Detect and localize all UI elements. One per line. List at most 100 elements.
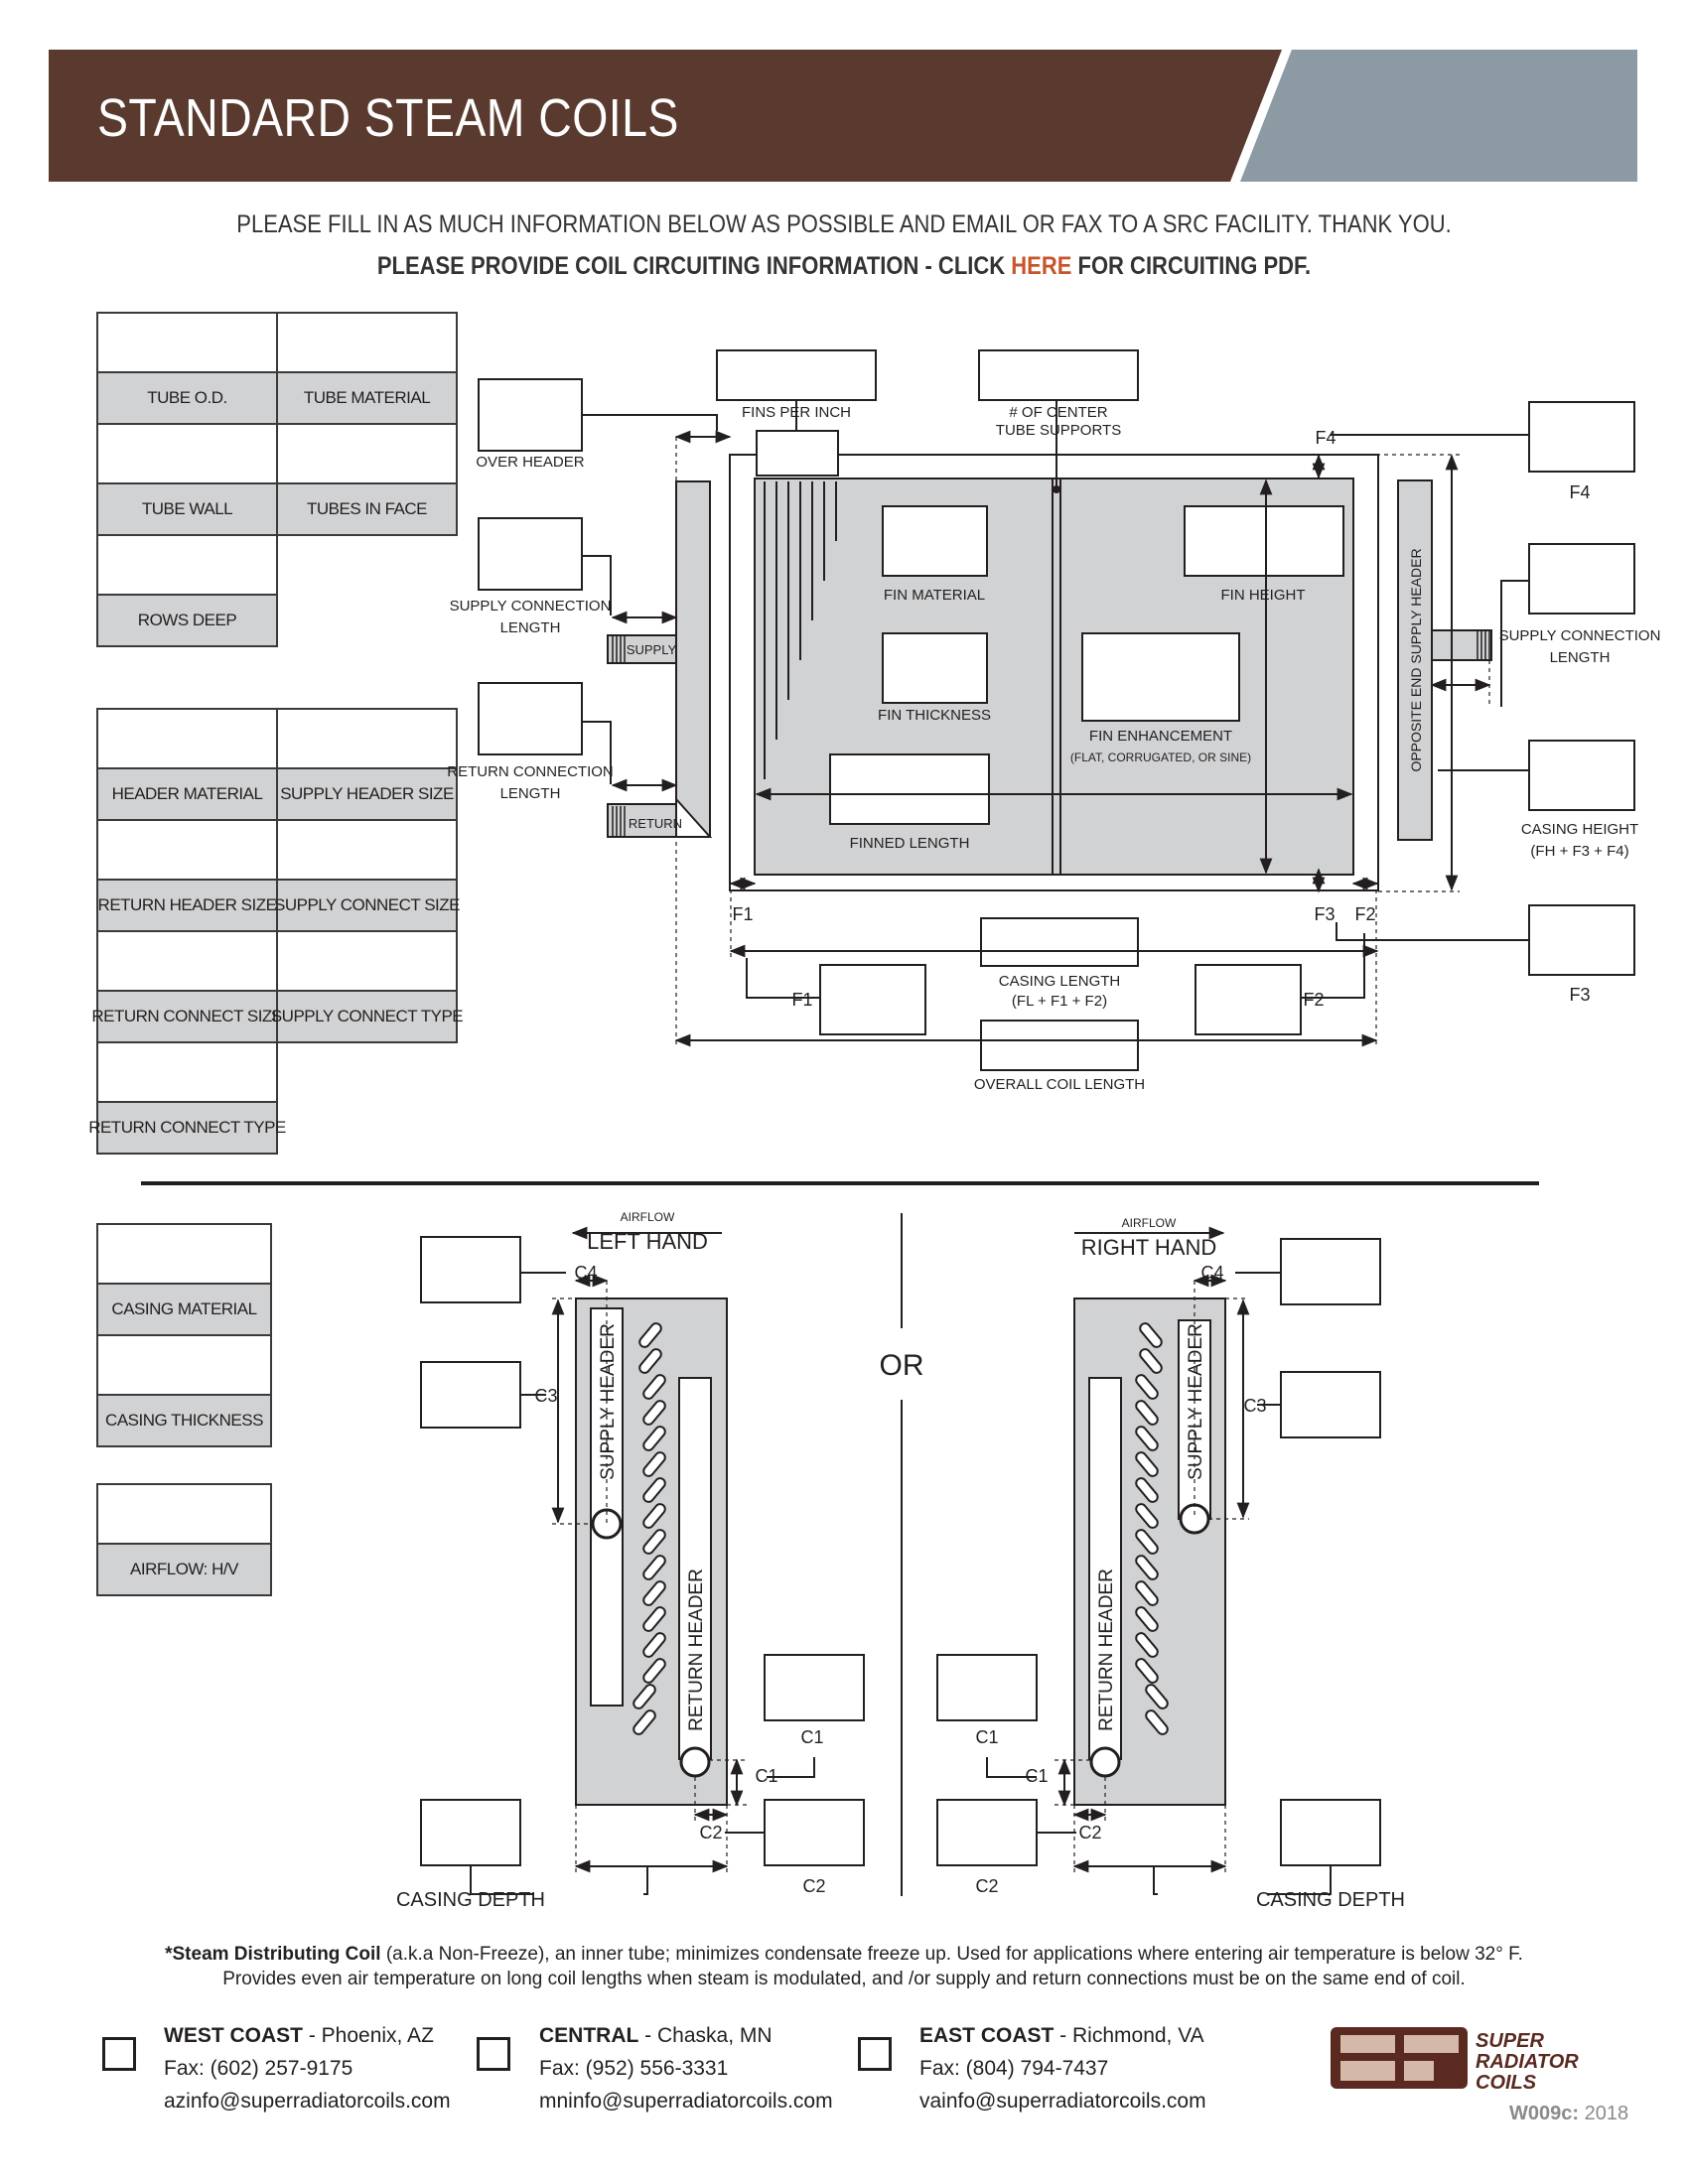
right-tube-ovals <box>1135 1322 1169 1735</box>
svg-text:OVERALL COIL LENGTH: OVERALL COIL LENGTH <box>974 1076 1145 1093</box>
svg-text:SUPPLY CONNECTION: SUPPLY CONNECTION <box>1499 627 1661 644</box>
circuiting-text: PLEASE PROVIDE COIL CIRCUITING INFORMATI… <box>376 252 1012 280</box>
tube-od-input[interactable] <box>98 314 276 373</box>
field-supply-connect-type: SUPPLY CONNECT TYPE <box>271 930 464 1043</box>
tube-material-input[interactable] <box>278 314 456 373</box>
over-header-label: OVER HEADER <box>476 454 584 471</box>
document-code: W009c: 2018 <box>1509 2103 1629 2124</box>
tubes-in-face-input[interactable] <box>278 425 456 484</box>
svg-text:# OF CENTER: # OF CENTER <box>1009 404 1107 421</box>
left-hand-label: LEFT HAND <box>587 1229 708 1254</box>
casing-material-input[interactable] <box>98 1225 270 1285</box>
right-c4-box <box>1280 1238 1381 1305</box>
finned-length-box <box>829 753 990 825</box>
super-radiator-coils-logo: SUPER RADIATOR COILS <box>1331 2027 1579 2094</box>
circuiting-pdf-link[interactable]: HERE <box>1011 252 1072 280</box>
instructions-line: PLEASE FILL IN AS MUCH INFORMATION BELOW… <box>236 210 1452 238</box>
svg-text:RADIATOR: RADIATOR <box>1476 2051 1579 2073</box>
svg-text:F1: F1 <box>732 904 753 924</box>
svg-text:LENGTH: LENGTH <box>500 619 561 636</box>
central-checkbox[interactable] <box>477 2037 510 2071</box>
svg-text:F2: F2 <box>1354 904 1375 924</box>
supply-conn-length-box <box>478 517 583 591</box>
right-casing-depth-box <box>1280 1799 1381 1866</box>
steam-distributing-footnote: *Steam Distributing Coil (a.k.a Non-Free… <box>165 1944 1523 1989</box>
f2-box <box>1195 964 1302 1035</box>
left-c1-box <box>764 1654 865 1721</box>
field-return-connect-size: RETURN CONNECT SIZE <box>91 930 283 1043</box>
center-supports-box <box>978 349 1139 401</box>
supply-connection <box>607 634 677 664</box>
fins-per-inch-label: FINS PER INCH <box>742 404 851 421</box>
svg-text:FIN MATERIAL: FIN MATERIAL <box>884 587 985 604</box>
svg-text:(FH + F3 + F4): (FH + F3 + F4) <box>1530 843 1628 860</box>
svg-text:FIN ENHANCEMENT: FIN ENHANCEMENT <box>1089 728 1232 745</box>
svg-text:RETURN HEADER: RETURN HEADER <box>686 1569 707 1731</box>
f1-box <box>819 964 926 1035</box>
field-casing-material: CASING MATERIAL <box>96 1223 272 1336</box>
field-rows-deep: ROWS DEEP <box>96 534 278 647</box>
office-east-coast: EAST COAST - Richmond, VA Fax: (804) 794… <box>919 2024 1206 2113</box>
return-conn-length-box <box>478 682 583 755</box>
svg-text:C2: C2 <box>802 1876 825 1896</box>
return-connect-type-input[interactable] <box>98 1043 276 1103</box>
svg-text:C2: C2 <box>1078 1823 1101 1843</box>
west-coast-checkbox[interactable] <box>102 2037 136 2071</box>
left-casing-depth-box <box>420 1799 521 1866</box>
fin-thickness-box <box>882 632 988 704</box>
casing-length-box <box>980 917 1139 967</box>
tube-wall-input[interactable] <box>98 425 276 484</box>
svg-text:RETURN CONNECTION: RETURN CONNECTION <box>447 763 614 780</box>
right-c3-box <box>1280 1371 1381 1438</box>
return-connect-size-input[interactable] <box>98 932 276 992</box>
opposite-end-header <box>1397 479 1433 841</box>
fins-per-inch-box <box>716 349 877 401</box>
svg-text:C4: C4 <box>574 1263 597 1283</box>
svg-text:SUPPLY CONNECTION: SUPPLY CONNECTION <box>450 598 612 614</box>
left-c4-box <box>420 1236 521 1303</box>
svg-text:AIRFLOW: AIRFLOW <box>621 1210 675 1224</box>
circuiting-text-end: FOR CIRCUITING PDF. <box>1071 252 1312 280</box>
svg-text:F2: F2 <box>1303 990 1324 1010</box>
field-tube-material: TUBE MATERIAL <box>276 312 458 425</box>
svg-text:FIN THICKNESS: FIN THICKNESS <box>878 707 991 724</box>
svg-text:(FL + F1 + F2): (FL + F1 + F2) <box>1012 993 1107 1010</box>
fin-material-box <box>882 505 988 577</box>
return-connection <box>607 803 677 838</box>
svg-text:F4: F4 <box>1315 428 1336 448</box>
or-label: OR <box>880 1349 924 1382</box>
left-c2-box <box>764 1799 865 1866</box>
supply-header-size-input[interactable] <box>278 710 456 769</box>
rows-deep-input[interactable] <box>98 536 276 596</box>
right-c2-box <box>936 1799 1038 1866</box>
field-tube-od: TUBE O.D. <box>96 312 278 425</box>
svg-text:F3: F3 <box>1569 985 1590 1005</box>
field-casing-thickness: CASING THICKNESS <box>96 1334 272 1447</box>
supply-connect-size-input[interactable] <box>278 821 456 881</box>
svg-text:SUPPLY: SUPPLY <box>627 642 677 657</box>
svg-text:CASING DEPTH: CASING DEPTH <box>396 1889 545 1911</box>
supply-connect-type-input[interactable] <box>278 932 456 992</box>
svg-text:CASING HEIGHT: CASING HEIGHT <box>1521 821 1638 838</box>
svg-text:C1: C1 <box>975 1727 998 1747</box>
office-west-coast: WEST COAST - Phoenix, AZ Fax: (602) 257-… <box>164 2024 451 2113</box>
supply-header-left <box>675 480 711 838</box>
header-material-input[interactable] <box>98 710 276 769</box>
fin-strips <box>764 481 837 779</box>
svg-text:F3: F3 <box>1314 904 1335 924</box>
svg-text:RETURN HEADER: RETURN HEADER <box>1096 1569 1117 1731</box>
svg-text:FIN HEIGHT: FIN HEIGHT <box>1221 587 1306 604</box>
svg-text:FINNED LENGTH: FINNED LENGTH <box>850 835 970 852</box>
svg-text:AIRFLOW: AIRFLOW <box>1122 1216 1177 1230</box>
field-supply-connect-size: SUPPLY CONNECT SIZE <box>274 819 461 932</box>
casing-thickness-input[interactable] <box>98 1336 270 1396</box>
airflow-input[interactable] <box>98 1485 270 1545</box>
field-airflow: AIRFLOW: H/V <box>96 1483 272 1596</box>
return-header-size-input[interactable] <box>98 821 276 881</box>
svg-text:SUPER: SUPER <box>1476 2030 1544 2052</box>
svg-text:C3: C3 <box>534 1386 557 1406</box>
east-coast-checkbox[interactable] <box>858 2037 892 2071</box>
svg-text:F1: F1 <box>791 990 812 1010</box>
over-header-box <box>478 378 583 452</box>
